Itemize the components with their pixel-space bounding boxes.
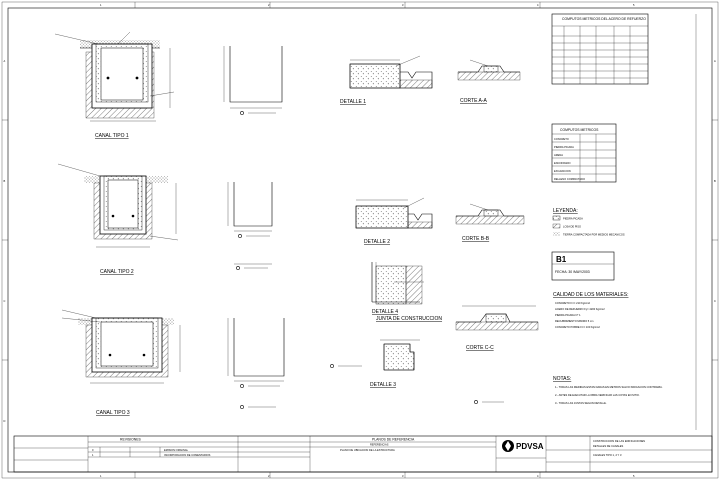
grid-col-2: 2 (268, 3, 270, 7)
detalle-1-drawing (349, 55, 433, 89)
grid-labels: 1 2 3 4 5 1 2 3 4 5 A B C D A B C (4, 3, 717, 478)
grid-col-5: 5 (633, 3, 635, 7)
leyenda-item-2: LOSA DE PISO (563, 225, 581, 229)
pdvsa-logo (502, 440, 514, 452)
grid-col-1-bottom: 1 (100, 474, 102, 478)
computos-metricos-table (551, 123, 617, 183)
grid-row-a: A (4, 59, 6, 63)
leyenda-swatches (552, 215, 561, 236)
canal-tipo-2-section (57, 163, 179, 248)
leyenda-item-3: TIERRA COMPACTADA POR MEDIOS MECANICOS (563, 233, 625, 237)
canal-tipo-2-title: CANAL TIPO 2 (100, 269, 134, 275)
canal-tipo-3-title: CANAL TIPO 3 (96, 410, 130, 416)
grid-row-b-right: B (714, 179, 716, 183)
corte-cc-rebar-note (474, 400, 504, 404)
corte-aa-title: CORTE A-A (460, 98, 488, 104)
materiales-line-2: ACERO DE REFUERZO Fy= 4200 Kg/cm2 (555, 307, 605, 311)
grid-row-c-right: C (714, 299, 716, 303)
materiales-line-3: PIEDRA PICADA N° 1 (555, 313, 581, 317)
corte-cc-title: CORTE C-C (466, 345, 494, 351)
computos-row-6: RELLENO COMPACTADO (554, 177, 585, 181)
materiales-line-1: CONCRETO F'c= 210 Kg/cm2 (555, 301, 591, 305)
grid-row-d: D (4, 419, 6, 423)
grid-row-b: B (4, 179, 6, 183)
corte-cc-drawing (455, 305, 539, 331)
referencias-label: REFERENCIAS (370, 443, 389, 447)
rebar-detail-3 (227, 318, 285, 409)
grid-col-4: 4 (537, 3, 539, 7)
canal-tipo-3-section (61, 309, 181, 384)
computos-row-3: ARENA (554, 153, 563, 157)
computos-row-5: EXCAVACION (554, 169, 571, 173)
detalle-2-title: DETALLE 2 (364, 239, 390, 245)
project-line-1: CONSTRUCCION DE LAS EDIFICACIONES (593, 439, 645, 443)
leyenda-item-1: PIEDRA PICADA (563, 217, 583, 221)
detalle-1-title: DETALLE 1 (340, 99, 366, 105)
materiales-line-5: CONCRETO POBRE F'c= 100 Kg/cm2 (555, 325, 600, 329)
rev-row-0-no: 0 (92, 448, 94, 452)
notas-item-3: 3.- TODAS LAS JUNTAS SEGUN DETALLE. (555, 401, 607, 405)
notas-item-2: 2.- ANTES DE EJECUTAR LA OBRA VERIFICAR … (555, 393, 640, 397)
revisiones-title: REVISIONES (120, 438, 141, 442)
notas-item-1: 1.- TODAS LAS MEDIDAS ESTAN DADAS EN MET… (555, 385, 663, 389)
computos-metricos-title: COMPUTOS METRICOS (560, 128, 599, 132)
computos-row-1: CONCRETO (554, 137, 569, 141)
project-line-3: CANALES TIPO 1, 2 Y 3 (593, 453, 622, 457)
corte-aa-drawing (457, 59, 521, 81)
corte-bb-title: CORTE B-B (462, 236, 490, 242)
grid-row-c: C (4, 299, 6, 303)
computos-acero-title: COMPUTOS METRICOS DEL ACERO DE REFUERZO (562, 17, 646, 21)
project-line-2: DETALLES DE CANALES (593, 444, 623, 448)
grid-col-3: 3 (402, 3, 404, 7)
title-block (13, 435, 713, 473)
grid-col-3-bottom: 3 (402, 474, 404, 478)
canal-tipo-1-section (54, 31, 175, 122)
revision-stamp (551, 251, 615, 281)
corte-bb-drawing (455, 203, 525, 225)
computos-acero-table (551, 13, 649, 85)
detalle-2-drawing (355, 197, 433, 229)
rebar-detail-1 (223, 46, 283, 115)
grid-col-4-bottom: 4 (537, 474, 539, 478)
computos-row-2: PIEDRA PICADA (554, 145, 574, 149)
grid-col-2-bottom: 2 (268, 474, 270, 478)
grid-col-5-bottom: 5 (633, 474, 635, 478)
rev-row-1-desc: INCORPORACION DE COMENTARIOS (164, 453, 211, 457)
stamp-id: B1 (556, 255, 567, 264)
detalle-4-drawing (371, 262, 424, 305)
rev-row-0-desc: EMISION ORIGINAL (164, 448, 189, 452)
rebar-detail-2 (227, 182, 273, 270)
computos-row-4: ENCOFRADO (554, 161, 571, 165)
detalle-3-title: DETALLE 3 (370, 382, 396, 388)
stamp-fecha: FECHA: 30 /MAY/2003 (555, 270, 590, 274)
canal-tipo-1-title: CANAL TIPO 1 (95, 133, 129, 139)
detalle-4-title: DETALLE 4 (372, 309, 398, 315)
materiales-line-4: RECUBRIMIENTO MINIMO 5 cm (555, 319, 593, 323)
company-name: PDVSA (516, 442, 544, 451)
materiales-title: CALIDAD DE LOS MATERIALES: (553, 292, 628, 298)
detalle-3-drawing (330, 339, 420, 371)
plano-ref-row: PLANO DE UBICACION DE LA ESTRUCTURA (340, 448, 395, 452)
notas-title: NOTAS: (553, 376, 571, 382)
detalle-4-subtitle: JUNTA DE CONSTRUCCION (376, 316, 442, 322)
rev-row-1-no: 1 (92, 453, 94, 457)
grid-row-a-right: A (714, 59, 716, 63)
planos-ref-title: PLANOS DE REFERENCIA (372, 438, 415, 442)
grid-col-1: 1 (100, 3, 102, 7)
leyenda-title: LEYENDA: (553, 208, 578, 214)
